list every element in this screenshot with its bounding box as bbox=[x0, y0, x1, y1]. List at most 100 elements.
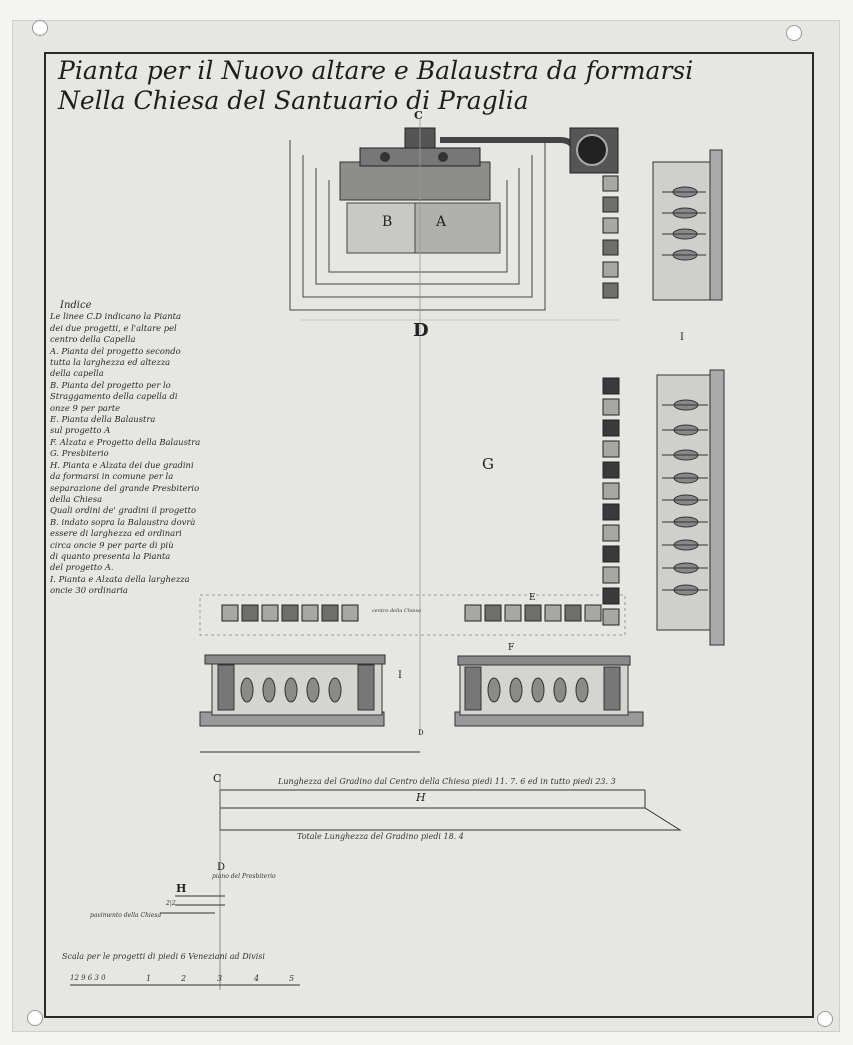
balustrade-block bbox=[602, 608, 620, 626]
balustrade-block bbox=[602, 503, 620, 521]
scale-tick-label: 5 bbox=[289, 974, 295, 983]
length-box bbox=[219, 790, 682, 831]
balustrade-block bbox=[602, 377, 620, 395]
legend-entry: Quali ordini de' gradini il progetto B. … bbox=[50, 505, 197, 573]
legend-entry: E. Pianta della Balaustra sul progetto A bbox=[50, 414, 156, 436]
pin-hole-top-right bbox=[786, 25, 802, 41]
scale-tick-label: 2 bbox=[181, 974, 187, 983]
balustrade-block bbox=[321, 604, 339, 622]
length-note-top: Lunghezza del Gradino dal Centro della C… bbox=[278, 777, 616, 786]
balustrade-plan-vertical bbox=[602, 175, 620, 626]
balustrade-block bbox=[602, 196, 619, 213]
center-note: centro della Chiesa bbox=[372, 608, 422, 614]
baluster bbox=[306, 677, 320, 703]
balustrade-block bbox=[564, 604, 582, 622]
church-floor-note: pavimento della Chiesa bbox=[90, 912, 162, 919]
balustrade-block bbox=[602, 419, 620, 437]
label-d: D bbox=[413, 320, 429, 341]
baluster bbox=[262, 677, 276, 703]
scale-tick-label: 12 9 6 3 0 bbox=[70, 974, 106, 982]
balustrade-block bbox=[602, 482, 620, 500]
baluster bbox=[284, 677, 298, 703]
balustrade-block bbox=[504, 604, 522, 622]
pin-hole-top-left bbox=[32, 20, 48, 36]
legend-entry: F. Alzata e Progetto della Balaustra bbox=[50, 436, 201, 447]
drawing-title-line-2: Nella Chiesa del Santuario di Praglia bbox=[58, 86, 529, 115]
length-note-total: Totale Lunghezza del Gradino piedi 18. 4 bbox=[297, 832, 464, 841]
balustrade-elevation-right-top bbox=[652, 149, 723, 301]
balustrade-block bbox=[341, 604, 359, 622]
legend-entry: Le linee C.D indicano la Pianta dei due … bbox=[50, 311, 181, 345]
altar-table bbox=[339, 161, 491, 201]
pin-hole-bottom-left bbox=[27, 1010, 43, 1026]
balustrade-block bbox=[602, 461, 620, 479]
altar-column-left bbox=[380, 152, 390, 162]
label-i-front: I bbox=[398, 670, 402, 681]
label-e: E bbox=[529, 593, 536, 603]
balustrade-block bbox=[261, 604, 279, 622]
balustrade-block bbox=[602, 566, 620, 584]
step-marks: 2|2 bbox=[166, 900, 176, 907]
presbytery-outline bbox=[199, 594, 626, 636]
baluster bbox=[575, 677, 589, 703]
altar-plan-b bbox=[346, 202, 416, 254]
altar-column-right bbox=[438, 152, 448, 162]
label-a: A bbox=[436, 214, 447, 230]
balustrade-block bbox=[281, 604, 299, 622]
label-c-lower: C bbox=[213, 772, 222, 785]
balustrade-block bbox=[221, 604, 239, 622]
baluster bbox=[240, 677, 254, 703]
balustrade-block bbox=[602, 261, 619, 278]
baluster bbox=[531, 677, 545, 703]
balustrade-block bbox=[602, 587, 620, 605]
label-h-steps: H bbox=[176, 882, 187, 895]
balustrade-block bbox=[544, 604, 562, 622]
label-d-axis: D bbox=[418, 729, 424, 737]
drawing-title-line-1: Pianta per il Nuovo altare e Balaustra d… bbox=[58, 56, 694, 85]
label-h-length: H bbox=[416, 791, 426, 804]
balustrade-block bbox=[241, 604, 259, 622]
scale-tick-label: 1 bbox=[146, 974, 152, 983]
legend-entry: A. Pianta del progetto secondo tutta la … bbox=[50, 345, 181, 379]
balustrade-block bbox=[602, 175, 619, 192]
balustrade-block bbox=[464, 604, 482, 622]
drawing-frame bbox=[44, 52, 814, 1018]
baluster bbox=[553, 677, 567, 703]
newel-round bbox=[576, 134, 608, 166]
balustrade-block bbox=[484, 604, 502, 622]
balustrade-plan-horizontal bbox=[221, 604, 602, 622]
balustrade-block bbox=[602, 217, 619, 234]
balustrade-block bbox=[602, 398, 620, 416]
baluster bbox=[487, 677, 501, 703]
legend-entry: B. Pianta del progetto per lo Straggamen… bbox=[50, 379, 178, 413]
label-b: B bbox=[382, 214, 393, 230]
balustrade-block bbox=[584, 604, 602, 622]
label-c: C bbox=[414, 109, 423, 122]
balustrade-block bbox=[602, 282, 619, 299]
altar-plan-a bbox=[414, 202, 501, 254]
label-i-side: I bbox=[680, 332, 684, 343]
pin-hole-bottom-right bbox=[817, 1011, 833, 1027]
baluster bbox=[509, 677, 523, 703]
balustrade-elevation-right bbox=[454, 655, 644, 727]
balustrade-elevation-right-bottom bbox=[656, 369, 725, 646]
legend-entry: I. Pianta e Alzata della larghezza oncie… bbox=[50, 573, 190, 596]
legend-heading: Indice bbox=[60, 300, 92, 311]
label-g: G bbox=[482, 455, 494, 473]
presbytery-floor-note: piano del Presbiterio bbox=[212, 873, 276, 880]
balustrade-block bbox=[602, 545, 620, 563]
balustrade-block bbox=[524, 604, 542, 622]
balustrade-block bbox=[602, 440, 620, 458]
balustrade-block bbox=[602, 524, 620, 542]
label-d-lower: D bbox=[217, 862, 226, 873]
scale-tick-label: 3 bbox=[217, 974, 223, 983]
scale-title: Scala per le progetti di piedi 6 Venezia… bbox=[62, 952, 265, 961]
legend-entry: G. Presbiterio bbox=[50, 448, 109, 459]
scale-tick-label: 4 bbox=[254, 974, 260, 983]
balustrade-block bbox=[602, 239, 619, 256]
legend-index: Indice Le linee C.D indicano la Pianta d… bbox=[50, 300, 215, 597]
balustrade-block bbox=[301, 604, 319, 622]
label-f: F bbox=[508, 643, 515, 653]
legend-entry: H. Pianta e Alzata dei due gradini da fo… bbox=[50, 459, 200, 504]
